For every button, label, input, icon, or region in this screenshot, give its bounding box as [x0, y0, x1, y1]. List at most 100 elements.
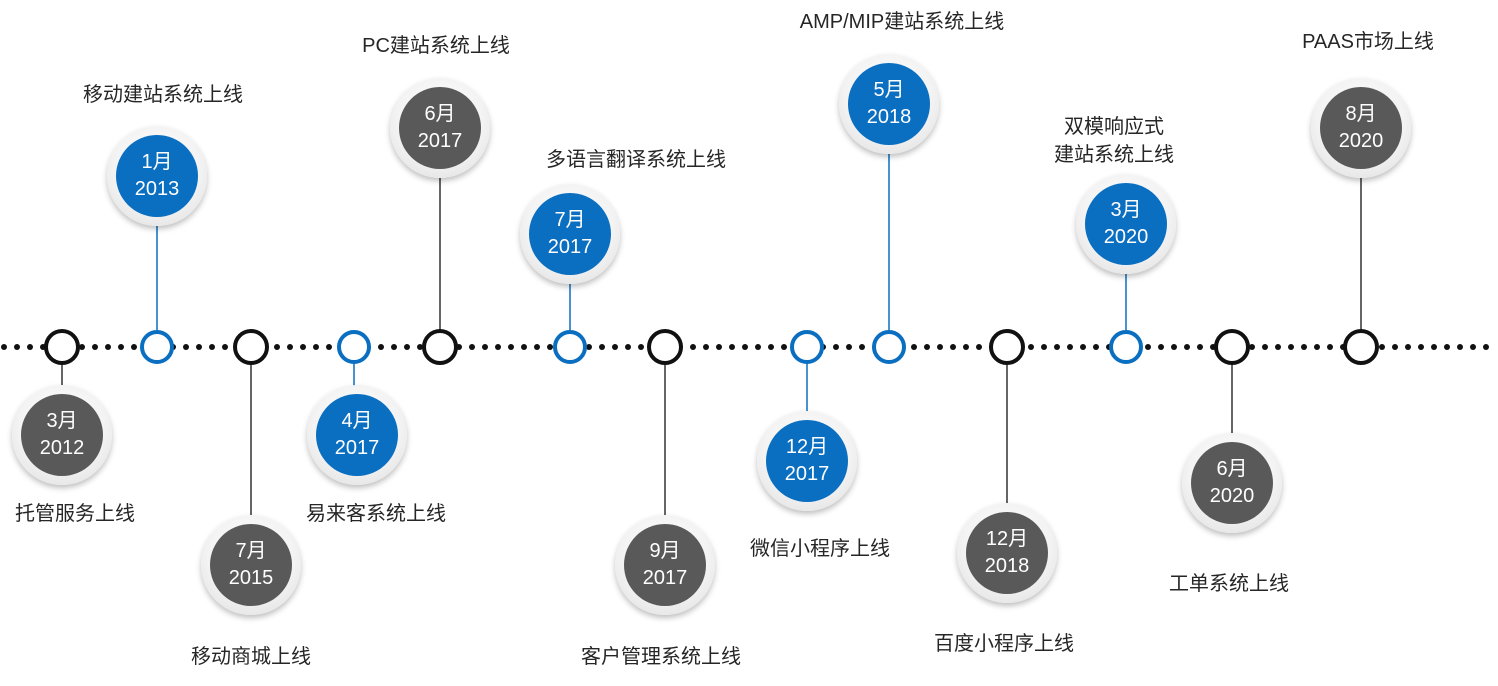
axis-dot	[950, 344, 956, 350]
axis-dot	[742, 344, 748, 350]
axis-dot	[1145, 344, 1151, 350]
date-badge-circle: 9月 2017	[624, 524, 706, 606]
axis-dot	[1483, 344, 1489, 350]
axis-dot	[1457, 344, 1463, 350]
milestone-node	[337, 330, 371, 364]
axis-dot	[911, 344, 917, 350]
axis-dot	[404, 344, 410, 350]
milestone-date-badge: 12月 2017	[757, 411, 857, 511]
milestone-title: 易来客系统上线	[306, 503, 446, 525]
milestone-node	[1214, 329, 1250, 365]
milestone-year: 2013	[134, 178, 180, 200]
axis-dot	[118, 344, 124, 350]
axis-dot	[846, 344, 852, 350]
axis-dot	[1184, 344, 1190, 350]
milestone-year: 2015	[228, 567, 274, 589]
date-badge-circle: 4月 2017	[316, 394, 398, 476]
axis-dot	[1444, 344, 1450, 350]
milestone-date-badge: 7月 2015	[201, 515, 301, 615]
date-badge-circle: 3月 2012	[21, 394, 103, 476]
axis-dot	[1327, 344, 1333, 350]
milestone-title: 移动商城上线	[191, 646, 311, 668]
milestone-month: 9月	[649, 540, 681, 562]
milestone-month: 12月	[785, 436, 829, 458]
axis-dot	[1080, 344, 1086, 350]
axis-dot	[209, 344, 215, 350]
axis-dot	[1, 344, 7, 350]
milestone-title: 移动建站系统上线	[83, 84, 243, 106]
milestone-title: AMP/MIP建站系统上线	[799, 11, 1005, 33]
milestone-title: 多语言翻译系统上线	[546, 149, 726, 171]
milestone-month: 4月	[341, 410, 373, 432]
milestone-month: 8月	[1345, 103, 1377, 125]
axis-dot	[1249, 344, 1255, 350]
axis-dot	[14, 344, 20, 350]
axis-dot	[1093, 344, 1099, 350]
milestone-title: 微信小程序上线	[750, 538, 890, 560]
milestone-title-line: 建站系统上线	[1054, 144, 1174, 166]
milestone-node	[422, 329, 458, 365]
milestone-year: 2018	[866, 106, 912, 128]
axis-dot	[521, 344, 527, 350]
milestone-year: 2017	[642, 567, 688, 589]
milestone-month: 12月	[985, 528, 1029, 550]
milestone-month: 3月	[46, 410, 78, 432]
axis-dot	[729, 344, 735, 350]
axis-dot	[1028, 344, 1034, 350]
axis-dot	[378, 344, 384, 350]
axis-dot	[547, 344, 553, 350]
axis-dot	[1314, 344, 1320, 350]
axis-dot	[599, 344, 605, 350]
axis-dot	[638, 344, 644, 350]
milestone-month: 5月	[873, 79, 905, 101]
axis-dot	[716, 344, 722, 350]
axis-dot	[1405, 344, 1411, 350]
milestone-node	[790, 330, 824, 364]
axis-dot	[612, 344, 618, 350]
axis-dot	[534, 344, 540, 350]
milestone-year: 2017	[334, 437, 380, 459]
axis-dot	[508, 344, 514, 350]
date-badge-circle: 6月 2017	[399, 87, 481, 169]
axis-dot	[27, 344, 33, 350]
axis-dot	[703, 344, 709, 350]
milestone-node	[647, 329, 683, 365]
axis-dot	[92, 344, 98, 350]
axis-dot	[859, 344, 865, 350]
axis-dot	[183, 344, 189, 350]
milestone-year: 2017	[417, 130, 463, 152]
milestone-node	[233, 329, 269, 365]
axis-dot	[1379, 344, 1385, 350]
milestone-year: 2017	[547, 236, 593, 258]
milestone-year: 2012	[39, 437, 85, 459]
milestone-title: 双模响应式建站系统上线	[1054, 113, 1174, 169]
axis-dot	[482, 344, 488, 350]
milestone-month: 6月	[424, 103, 456, 125]
milestone-year: 2017	[784, 463, 830, 485]
milestone-node	[1109, 330, 1143, 364]
date-badge-circle: 12月 2017	[766, 420, 848, 502]
milestone-month: 7月	[235, 540, 267, 562]
milestone-title: 客户管理系统上线	[581, 646, 741, 668]
axis-dot	[768, 344, 774, 350]
milestone-date-badge: 1月 2013	[107, 126, 207, 226]
milestone-date-badge: 5月 2018	[839, 54, 939, 154]
axis-dot	[391, 344, 397, 350]
milestone-month: 6月	[1216, 458, 1248, 480]
axis-dot	[1041, 344, 1047, 350]
axis-dot	[300, 344, 306, 350]
axis-dot	[1067, 344, 1073, 350]
axis-dot	[196, 344, 202, 350]
milestone-date-badge: 4月 2017	[307, 385, 407, 485]
axis-dot	[833, 344, 839, 350]
milestone-month: 1月	[141, 151, 173, 173]
milestone-node	[553, 330, 587, 364]
